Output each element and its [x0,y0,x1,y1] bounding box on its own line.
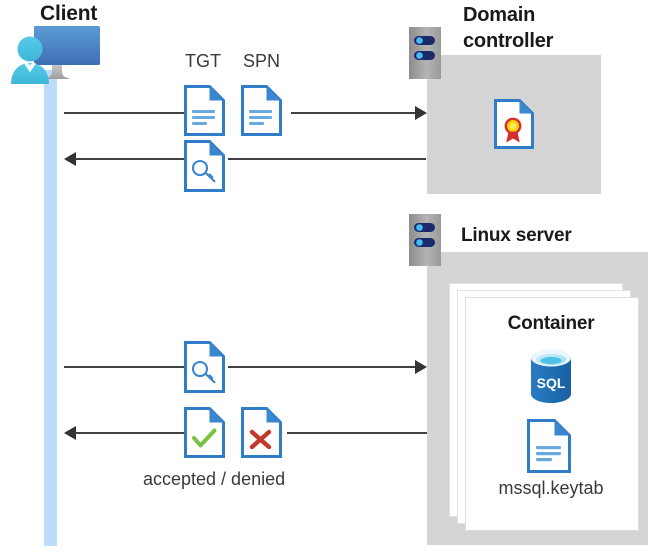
keytab-label: mssql.keytab [498,478,604,498]
sql-icon-label: SQL [537,375,566,391]
ticket-key-document-icon-top [184,140,225,192]
arrow-linux-to-client-segment-2 [287,432,427,434]
arrow-client-to-dc-head [415,106,427,120]
arrow-client-to-linux-head [415,360,427,374]
arrow-client-to-linux-segment-2 [228,366,418,368]
arrow-client-to-dc-segment-1 [64,112,184,114]
arrow-dc-to-client-head [64,152,76,166]
label-tgt: TGT [185,51,221,71]
dc-title-line-2: controller [463,30,554,52]
page-title-domain-controller: Domain controller [463,2,633,54]
accepted-denied-label: accepted / denied [143,469,286,489]
ticket-key-document-icon-bottom [184,341,225,393]
client-icon [8,22,104,84]
spn-document-icon [241,85,282,136]
tgt-document-icon [184,85,225,136]
certificate-document-icon [494,99,534,149]
server-rack-icon [409,27,441,79]
arrow-client-to-dc-segment-2 [291,112,417,114]
arrow-linux-to-client-head [64,426,76,440]
denied-document-icon [241,407,282,458]
arrow-client-to-linux-segment-1 [64,366,184,368]
label-spn: SPN [243,51,281,71]
accepted-document-icon [184,407,225,458]
sql-database-icon: SQL [526,348,576,404]
server-rack-icon-linux [409,214,441,266]
keytab-document-icon [527,419,571,473]
arrow-dc-to-client-segment-1 [76,158,184,160]
page-title-linux-server: Linux server [461,225,572,246]
arrow-linux-to-client-segment-1 [76,432,184,434]
container-card-front[interactable] [465,297,639,531]
arrow-dc-to-client-segment-2 [228,158,426,160]
container-title: Container [507,313,595,334]
page-title-client: Client [40,2,98,25]
client-lifeline [44,70,57,546]
dc-title-line-1: Domain [463,4,536,26]
